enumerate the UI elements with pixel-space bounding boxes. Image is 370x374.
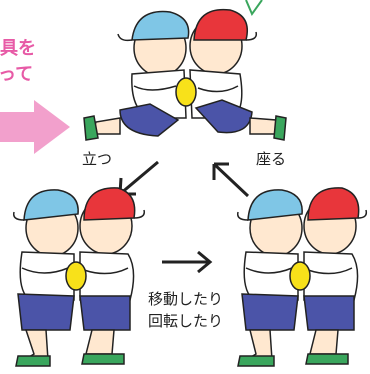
label-rotate: 回転したり <box>148 312 224 330</box>
label-move: 移動したり <box>148 290 224 308</box>
label-stand: 立つ <box>82 150 113 168</box>
label-sit: 座る <box>256 150 287 168</box>
caption-line-2: って <box>0 64 34 85</box>
caption-line-1: 具を <box>0 38 36 59</box>
